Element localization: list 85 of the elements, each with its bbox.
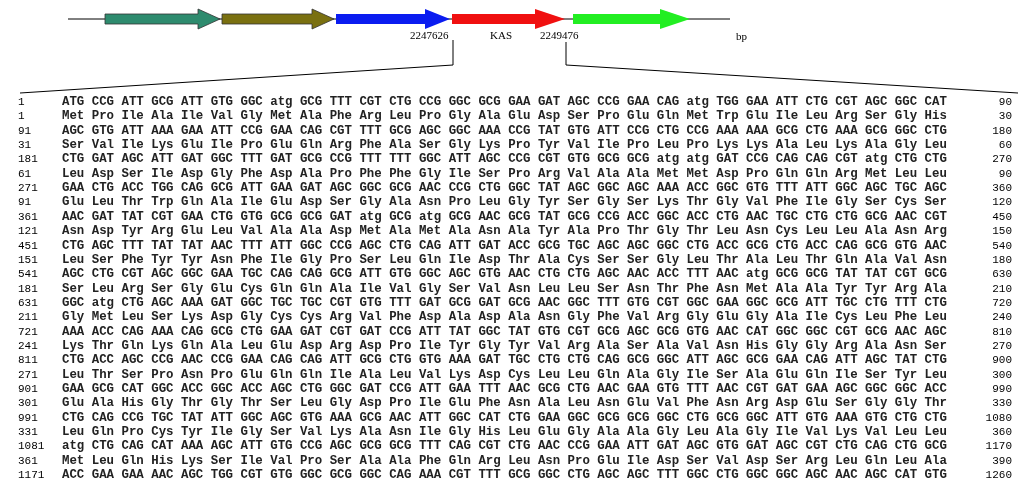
dna-sequence: CTG AGC TTT TAT TAT AAC TTT ATT GGC CCG AGC CTG CAG ATT GAT ACC GCG TGC AGC AGC GGC CTG ACC GCG CTG ACC CAG GCG GTG AAC xyxy=(62,239,947,253)
start-position-number: 301 xyxy=(18,397,38,411)
protein-sequence: Leu Ser Phe Tyr Tyr Asn Phe Ile Gly Pro Ser Leu Gln Ile Asp Thr Ala Cys Ser Ser Gly Leu Thr Ala Leu Thr Gln Ala Val Asn xyxy=(62,253,947,267)
dna-sequence: CTG ACC AGC CCG AAC CCG GAA CAG CAG ATT GCG CTG GTG AAA GAT TGC CTG CTG CAG GCG GGC ATT AGC GCG GAA CAG ATT AGC TAT CTG xyxy=(62,354,947,368)
end-position-number: 1170 xyxy=(985,440,1012,454)
start-position-number: 271 xyxy=(18,182,38,196)
start-position-number: 361 xyxy=(18,210,38,224)
end-position-number: 360 xyxy=(992,182,1012,196)
protein-sequence: Glu Leu Thr Trp Gln Ala Ile Glu Asp Ser Gly Ala Asn Pro Leu Gly Tyr Ser Gly Ser Lys Thr Gly Val Phe Ile Gly Ser Cys Ser xyxy=(62,196,947,210)
start-position-number: 181 xyxy=(18,153,38,167)
end-position-number: 300 xyxy=(992,368,1012,382)
dna-sequence: ACC GAA GAA AAC AGC TGG CGT GTG GGC GCG GGC CAG AAA CGT TTT GCG GGC CTG AGC AGC TTT GGC CTG GGC GGC AGC AAC AGC CAT GTG xyxy=(62,469,947,483)
protein-sequence: Met Leu Gln His Lys Ser Ile Val Pro Ser Ala Ala Phe Gln Arg Leu Asn Pro Glu Ile Asp Ser Val Asp Ser Arg Leu Gln Leu Ala xyxy=(62,454,947,468)
unit-label: bp xyxy=(736,30,747,42)
protein-sequence: Ser Leu Arg Ser Gly Glu Cys Gln Gln Ala Ile Val Gly Ser Val Asn Leu Leu Ser Asn Thr Phe Asn Met Ala Ala Tyr Tyr Arg Ala xyxy=(62,282,947,296)
start-position-number: 91 xyxy=(18,196,32,210)
dna-sequence: CTG CAG CCG TGC TAT ATT GGC AGC GTG AAA GCG AAC ATT GGC CAT CTG GAA GGC GCG GCG GGC CTG GCG GGC ATT GTG AAA GTG CTG CTG xyxy=(62,411,947,425)
start-position-number: 181 xyxy=(18,282,38,296)
dna-sequence: AAA ACC CAG AAA CAG GCG CTG GAA GAT CGT GAT CCG ATT TAT GGC TAT GTG CGT GCG AGC GCG GTG AAC CAT GGC GGC CGT GCG AAC AGC xyxy=(62,325,947,339)
end-position-number: 270 xyxy=(992,339,1012,353)
dna-sequence: GGC atg CTG AGC AAA GAT GGC TGC TGC CGT GTG TTT GAT GCG GAT GCG AAC GGC TTT GTG CGT GGC GAA GGC GCG ATT TGC CTG TTT CTG xyxy=(62,296,947,310)
end-position-number: 360 xyxy=(992,426,1012,440)
protein-sequence: Glu Ala His Gly Thr Gly Thr Ser Leu Gly Asp Pro Ile Glu Phe Asn Ala Leu Asn Glu Val Phe Asn Arg Asp Glu Ser Gly Gly Thr xyxy=(62,397,947,411)
start-position-number: 991 xyxy=(18,411,38,425)
protein-sequence: Ser Val Ile Lys Glu Ile Pro Glu Gln Arg Phe Ala Ser Gly Lys Pro Tyr Val Ile Pro Leu Pro Lys Lys Ala Leu Lys Ala Gly Leu xyxy=(62,139,947,153)
end-position-number: 210 xyxy=(992,282,1012,296)
start-position-number: 811 xyxy=(18,354,38,368)
coordinate-label: 2247626 xyxy=(410,29,449,41)
dna-sequence: CTG GAT AGC ATT GAT GGC TTT GAT GCG CCG TTT TTT GGC ATT AGC CCG CGT GTG GCG GCG atg atg GAT CCG CAG CAG CGT atg CTG CTG xyxy=(62,153,947,167)
start-position-number: 121 xyxy=(18,225,38,239)
end-position-number: 240 xyxy=(992,311,1012,325)
dna-sequence: ATG CCG ATT GCG ATT GTG GGC atg GCG TTT CGT CTG CCG GGC GCG GAA GAT AGC CCG GAA CAG atg TGG GAA ATT CTG CGT AGC GGC CAT xyxy=(62,96,947,109)
end-position-number: 120 xyxy=(992,196,1012,210)
start-position-number: 31 xyxy=(18,139,32,153)
end-position-number: 720 xyxy=(992,296,1012,310)
protein-sequence: Lys Thr Gln Lys Gln Ala Leu Glu Asp Arg Asp Pro Ile Tyr Gly Tyr Val Arg Ala Ser Ala Val Asn His Gly Gly Arg Ala Asn Ser xyxy=(62,339,947,353)
start-position-number: 91 xyxy=(18,124,32,138)
protein-sequence: Gly Met Leu Ser Lys Asp Gly Cys Cys Arg Val Phe Asp Ala Asp Ala Asn Gly Phe Val Arg Gly Glu Gly Ala Ile Cys Leu Phe Leu xyxy=(62,311,947,325)
protein-sequence: Leu Asp Ser Ile Asp Gly Phe Asp Ala Pro Phe Phe Gly Ile Ser Pro Arg Val Ala Ala Met Met Asp Pro Gln Gln Arg Met Leu Leu xyxy=(62,167,947,181)
start-position-number: 541 xyxy=(18,268,38,282)
protein-sequence: Met Pro Ile Ala Ile Val Gly Met Ala Phe Arg Leu Pro Gly Ala Glu Asp Ser Pro Glu Gln Met Trp Glu Ile Leu Arg Ser Gly His xyxy=(62,110,947,124)
end-position-number: 390 xyxy=(992,454,1012,468)
coordinate-label: 2249476 xyxy=(540,29,579,41)
start-position-number: 1 xyxy=(18,110,25,124)
end-position-number: 630 xyxy=(992,268,1012,282)
end-position-number: 1260 xyxy=(985,469,1012,483)
start-position-number: 211 xyxy=(18,311,38,325)
protein-sequence: Leu Gln Pro Cys Tyr Ile Gly Ser Val Lys Ala Asn Ile Gly His Leu Glu Gly Ala Ala Gly Leu Ala Gly Ile Val Lys Val Leu Leu xyxy=(62,426,947,440)
start-position-number: 241 xyxy=(18,339,38,353)
end-position-number: 180 xyxy=(992,253,1012,267)
end-position-number: 90 xyxy=(998,96,1012,109)
start-position-number: 271 xyxy=(18,368,38,382)
protein-sequence: Asn Asp Tyr Arg Glu Leu Val Ala Ala Asp Met Ala Met Ala Asn Ala Tyr Ala Pro Thr Gly Thr Leu Asn Cys Leu Leu Ala Asn Arg xyxy=(62,225,947,239)
dna-sequence: AGC GTG ATT AAA GAA ATT CCG GAA CAG CGT TTT GCG AGC GGC AAA CCG TAT GTG ATT CCG CTG CCG AAA AAA GCG CTG AAA GCG GGC CTG xyxy=(62,124,947,138)
end-position-number: 990 xyxy=(992,383,1012,396)
start-position-number: 721 xyxy=(18,325,38,339)
end-position-number: 330 xyxy=(992,397,1012,411)
end-position-number: 30 xyxy=(998,110,1012,124)
start-position-number: 901 xyxy=(18,383,38,396)
dna-sequence: AAC GAT TAT CGT GAA CTG GTG GCG GCG GAT atg GCG atg GCG AAC GCG TAT GCG CCG ACC GGC ACC CTG AAC TGC CTG CTG GCG AAC CGT xyxy=(62,210,947,224)
end-position-number: 270 xyxy=(992,153,1012,167)
start-position-number: 61 xyxy=(18,167,32,181)
start-position-number: 1081 xyxy=(18,440,45,454)
dna-sequence: GAA GCG CAT GGC ACC GGC ACC AGC CTG GGC GAT CCG ATT GAA TTT AAC GCG CTG AAC GAA GTG TTT AAC CGT GAT GAA AGC GGC GGC ACC xyxy=(62,383,947,396)
end-position-number: 180 xyxy=(992,124,1012,138)
start-position-number: 1171 xyxy=(18,469,45,483)
protein-sequence: Leu Thr Ser Pro Asn Pro Glu Gln Gln Ile Ala Leu Val Lys Asp Cys Leu Leu Gln Ala Gly Ile Ser Ala Glu Gln Ile Ser Tyr Leu xyxy=(62,368,947,382)
start-position-number: 361 xyxy=(18,454,38,468)
end-position-number: 450 xyxy=(992,210,1012,224)
dna-sequence: GAA CTG ACC TGG CAG GCG ATT GAA GAT AGC GGC GCG AAC CCG CTG GGC TAT AGC GGC AGC AAA ACC GGC GTG TTT ATT GGC AGC TGC AGC xyxy=(62,182,947,196)
start-position-number: 1 xyxy=(18,96,25,109)
end-position-number: 90 xyxy=(998,167,1012,181)
end-position-number: 900 xyxy=(992,354,1012,368)
end-position-number: 540 xyxy=(992,239,1012,253)
end-position-number: 810 xyxy=(992,325,1012,339)
end-position-number: 1080 xyxy=(985,411,1012,425)
dna-sequence: AGC CTG CGT AGC GGC GAA TGC CAG CAG GCG ATT GTG GGC AGC GTG AAC CTG CTG AGC AAC ACC TTT AAC atg GCG GCG TAT TAT CGT GCG xyxy=(62,268,947,282)
start-position-number: 151 xyxy=(18,253,38,267)
end-position-number: 150 xyxy=(992,225,1012,239)
start-position-number: 331 xyxy=(18,426,38,440)
start-position-number: 631 xyxy=(18,296,38,310)
dna-sequence: atg CTG CAG CAT AAA AGC ATT GTG CCG AGC GCG GCG TTT CAG CGT CTG AAC CCG GAA ATT GAT AGC GTG GAT AGC CGT CTG CAG CTG GCG xyxy=(62,440,947,454)
end-position-number: 60 xyxy=(998,139,1012,153)
start-position-number: 451 xyxy=(18,239,38,253)
gene-label: KAS xyxy=(490,29,512,41)
